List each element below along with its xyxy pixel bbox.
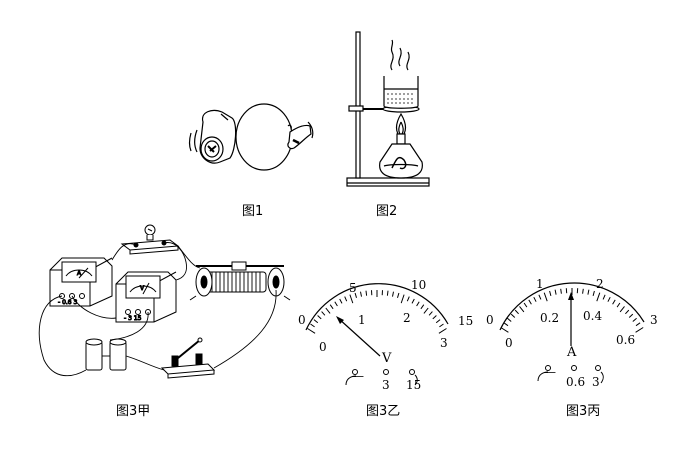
voltmeter-terminal-labels: - 3 15 bbox=[124, 315, 142, 322]
ammeter-terminal-labels: - 0.6 3 bbox=[58, 299, 78, 306]
ammeter-upper-0: 0 bbox=[486, 313, 494, 327]
voltmeter-face-label: V bbox=[140, 285, 145, 292]
caption-fig1: 图1 bbox=[242, 204, 263, 219]
voltmeter-upper-0: 0 bbox=[298, 313, 306, 327]
ammeter-symbol: A bbox=[566, 345, 577, 360]
wires bbox=[38, 242, 277, 377]
voltmeter-lower-1: 1 bbox=[358, 313, 366, 327]
voltmeter-apparatus: V - 3 15 bbox=[115, 271, 177, 323]
ammeter-upper-3: 3 bbox=[650, 313, 658, 327]
beaker bbox=[383, 76, 419, 109]
ammeter-lower-0.2: 0.2 bbox=[540, 311, 559, 325]
ammeter-terminal-label-neg: — bbox=[544, 365, 556, 379]
ammeter-upper-1: 1 bbox=[536, 277, 544, 291]
voltmeter-terminal-label-3: 3 bbox=[382, 378, 390, 392]
voltmeter-upper-15: 15 bbox=[458, 314, 473, 328]
stand-base bbox=[346, 177, 430, 187]
ammeter-lower-0.4: 0.4 bbox=[583, 309, 602, 323]
voltmeter-terminal-label-15: 15 bbox=[406, 378, 421, 392]
ammeter-terminal-label-0.6: 0.6 bbox=[566, 375, 585, 389]
voltmeter-lower-2: 2 bbox=[403, 311, 411, 325]
ammeter-face-label: A bbox=[77, 270, 82, 277]
voltmeter-lower-0: 0 bbox=[319, 340, 327, 354]
alcohol-lamp bbox=[379, 143, 423, 179]
voltmeter-terminal-3 bbox=[383, 369, 389, 375]
stand-pole bbox=[355, 31, 361, 179]
voltmeter-lower-3: 3 bbox=[440, 336, 448, 350]
voltmeter-symbol: V bbox=[381, 351, 392, 366]
batteries bbox=[85, 338, 127, 371]
figure-1-balloon-can bbox=[188, 103, 314, 171]
ammeter-lower-0.6: 0.6 bbox=[616, 333, 635, 347]
voltmeter-upper-10: 10 bbox=[411, 278, 426, 292]
figure-3a-circuit: A - 0.6 3 V - 3 15 bbox=[38, 224, 291, 379]
figure-3b-voltmeter-dial: 0 5 10 15 0 1 2 3 V — 3 15 bbox=[298, 278, 473, 392]
can-drawing bbox=[188, 109, 237, 164]
ammeter-lower-0: 0 bbox=[505, 336, 513, 350]
figure-3c-ammeter-dial: 0 1 2 3 0 0.2 0.4 0.6 A — 0.6 3 bbox=[486, 277, 658, 389]
voltmeter-terminal-label-neg: — bbox=[352, 369, 364, 383]
caption-fig3b: 图3乙 bbox=[366, 404, 400, 419]
ammeter-apparatus: A - 0.6 3 bbox=[49, 257, 113, 307]
voltmeter-terminal-15 bbox=[409, 369, 415, 375]
ammeter-terminal-label-3: 3 bbox=[592, 375, 600, 389]
voltmeter-needle bbox=[337, 317, 381, 357]
figure-2-heating-setup bbox=[346, 31, 430, 187]
caption-fig3a: 图3甲 bbox=[116, 404, 150, 419]
ammeter-upper-2: 2 bbox=[596, 277, 604, 291]
ammeter-terminal-0.6 bbox=[571, 365, 577, 371]
ammeter-terminal-neg bbox=[545, 365, 551, 371]
voltmeter-upper-5: 5 bbox=[349, 281, 357, 295]
bulb-board bbox=[120, 224, 180, 255]
voltmeter-terminal-neg bbox=[352, 369, 358, 375]
knife-switch bbox=[160, 337, 216, 379]
balloon-drawing bbox=[235, 103, 314, 171]
rheostat bbox=[189, 261, 291, 301]
ammeter-terminal-3 bbox=[595, 365, 601, 371]
caption-fig2: 图2 bbox=[376, 204, 397, 219]
caption-fig3c: 图3丙 bbox=[566, 404, 600, 419]
